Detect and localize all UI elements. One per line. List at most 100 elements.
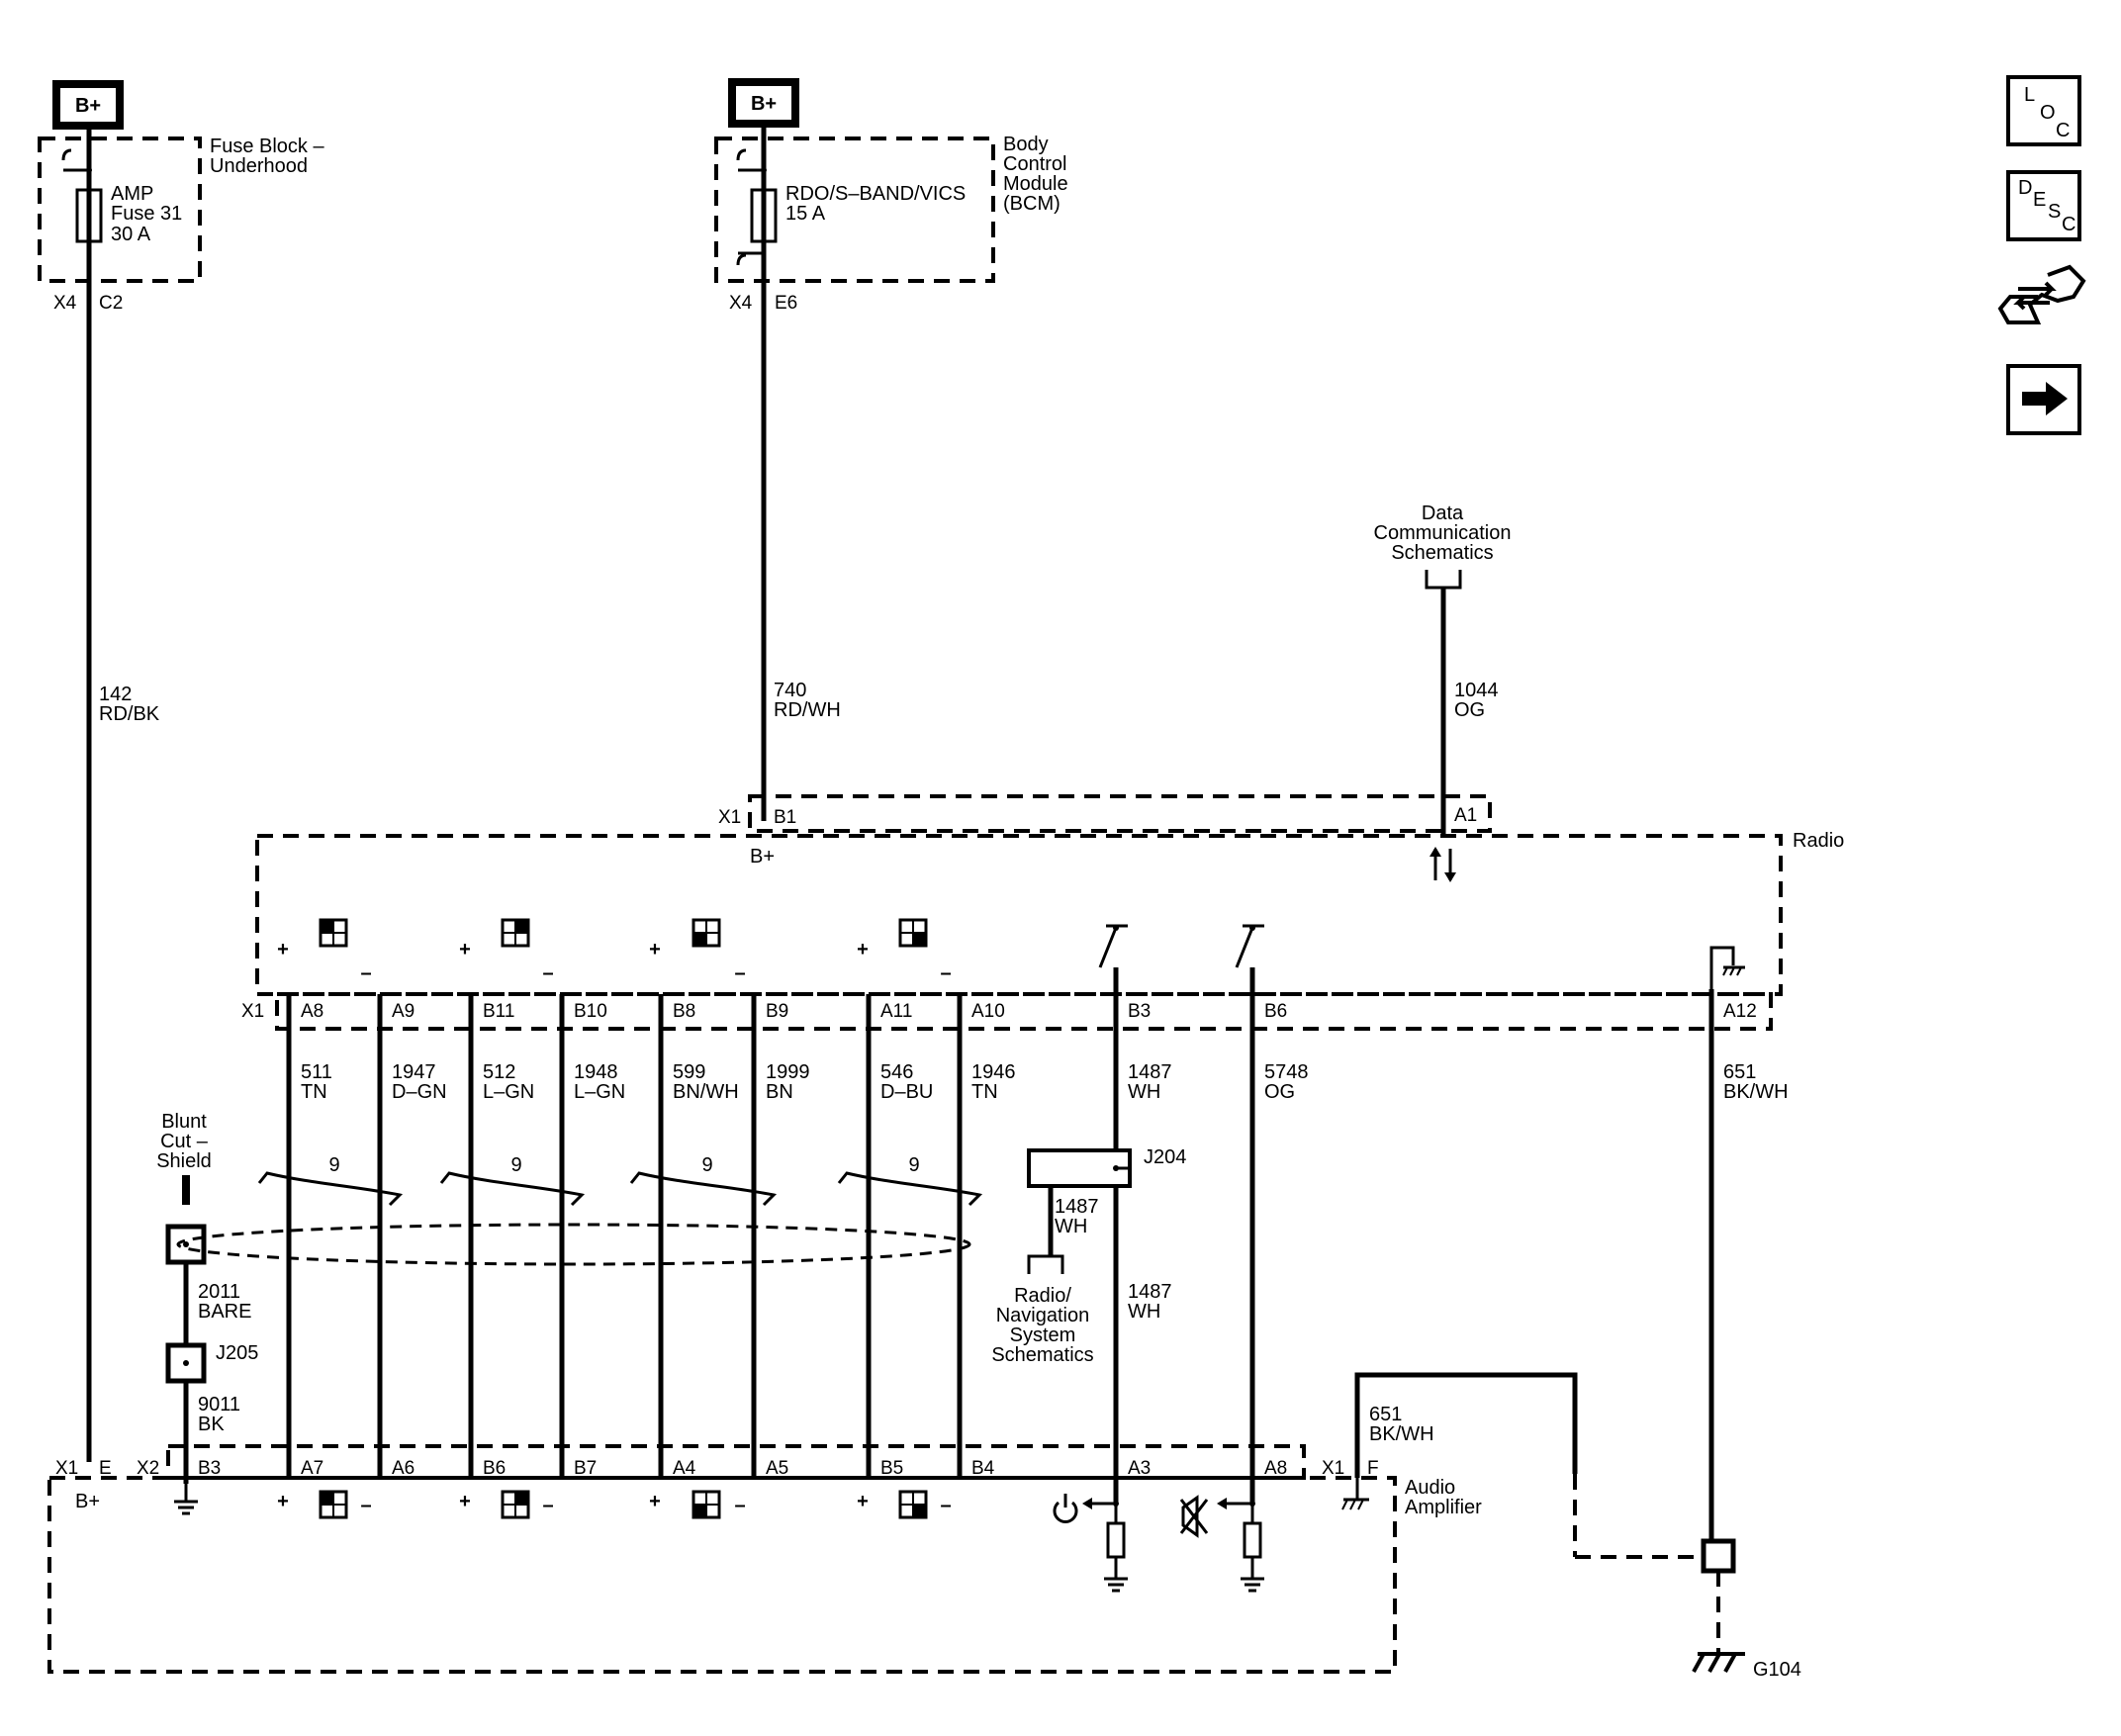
ground-label: G104 [1753, 1659, 1801, 1681]
twist-marker [629, 1171, 778, 1207]
twist-marker [439, 1171, 586, 1207]
pin-label: A1 [1454, 805, 1477, 826]
twist-count: 9 [328, 1154, 339, 1176]
pin-label: A8 [301, 1001, 323, 1022]
minus-sign: – [542, 1495, 553, 1516]
battery-source-right: B+ [728, 78, 799, 128]
wire-color: OG [1264, 1081, 1295, 1103]
wire-651-amp [1354, 1372, 1578, 1478]
switch-b3 [1098, 924, 1128, 968]
shield-drain-outline [176, 1223, 971, 1266]
radio-title: Radio [1793, 830, 1844, 852]
wire-circuit: 546 [880, 1061, 913, 1083]
data-comm-label: Data [1422, 503, 1464, 524]
fuse-block-title: Fuse Block – [210, 136, 324, 157]
pin-label: A12 [1723, 1001, 1757, 1022]
speaker-channel-icon [319, 1490, 348, 1519]
bcm-outline [714, 137, 995, 283]
fuse-label: AMP [111, 183, 153, 205]
wire-color: D–BU [880, 1081, 933, 1103]
bcm-title: Module [1003, 173, 1068, 195]
wire-circuit: 1487 [1128, 1061, 1172, 1083]
connector-end-view-button[interactable] [1997, 264, 2086, 324]
fuse-label: 30 A [111, 224, 151, 245]
connector-label: X4 [53, 293, 77, 314]
wire-circuit: 5748 [1264, 1061, 1309, 1083]
minus-sign: – [940, 962, 951, 984]
speaker-channel-icon [319, 918, 348, 948]
signal-wire-labels: 511TN1947D–GN512L–GN1948L–GN599BN/WH1999… [301, 1061, 1789, 1103]
pin-label: A3 [1128, 1458, 1151, 1479]
wire-color: BN/WH [673, 1081, 739, 1103]
twist-marker [837, 1171, 983, 1207]
input-arrow-a3 [1082, 1498, 1119, 1509]
nav-ref-label: Radio/ [1014, 1285, 1071, 1307]
pin-label: A6 [392, 1458, 415, 1479]
loc-letter: C [2056, 120, 2070, 141]
bplus-label: B+ [75, 95, 101, 117]
right-arrow-icon [2022, 382, 2068, 415]
bplus-label: B+ [751, 93, 777, 115]
pin-label: E6 [775, 293, 797, 314]
fuse-block-outline [38, 137, 202, 283]
fuse-label: 15 A [785, 203, 826, 225]
wire-color: BARE [198, 1301, 251, 1323]
next-page-button[interactable] [2006, 364, 2081, 435]
pin-label: F [1367, 1458, 1379, 1479]
fuse-label: Fuse 31 [111, 203, 182, 225]
audio-amplifier-outline [47, 1476, 1397, 1674]
nav-ref-label: Schematics [991, 1344, 1093, 1366]
minus-sign: – [542, 962, 553, 984]
wire-circuit: 142 [99, 684, 132, 705]
bcm-title: Control [1003, 153, 1066, 175]
mute-speaker-icon [1179, 1495, 1209, 1538]
connector-label: X1 [1322, 1458, 1344, 1479]
plus-sign: + [459, 939, 471, 960]
wire-circuit: 512 [483, 1061, 515, 1083]
plus-sign: + [649, 1491, 661, 1512]
splice-label: J204 [1144, 1146, 1186, 1168]
switch-b6 [1235, 924, 1264, 968]
wire-color: TN [971, 1081, 998, 1103]
connector-plug-icon [1997, 264, 2086, 324]
nav-ref-bracket [1027, 1254, 1064, 1274]
pin-label: B7 [574, 1458, 597, 1479]
pin-label: B10 [574, 1001, 607, 1022]
wire-color: RD/WH [774, 699, 841, 721]
pin-label: A9 [392, 1001, 415, 1022]
data-comm-label: Communication [1374, 522, 1512, 544]
connector-label: X1 [718, 807, 741, 828]
chassis-ground-icon [1709, 946, 1745, 989]
speaker-channel-icon [501, 918, 530, 948]
pin-label: B4 [971, 1458, 995, 1479]
wire-color: BN [766, 1081, 793, 1103]
description-button[interactable]: D E S C [2006, 170, 2081, 241]
twist-count: 9 [908, 1154, 919, 1176]
pin-label: B3 [198, 1458, 221, 1479]
wire-color: RD/BK [99, 703, 160, 725]
pin-label: A7 [301, 1458, 323, 1479]
battery-source-left: B+ [52, 80, 124, 130]
plus-sign: + [857, 939, 869, 960]
bcm-title: Body [1003, 134, 1049, 155]
wire-circuit: 2011 [198, 1281, 240, 1303]
shield-label: Shield [156, 1150, 212, 1172]
wire-color: WH [1128, 1301, 1160, 1323]
chassis-ground-icon [1341, 1478, 1369, 1510]
wire-circuit: 1999 [766, 1061, 810, 1083]
pin-label: A11 [880, 1001, 912, 1022]
location-button[interactable]: L O C [2006, 75, 2081, 146]
resistor-a3 [1104, 1504, 1128, 1593]
wire-circuit: 1948 [574, 1061, 618, 1083]
speaker-channel-icon [898, 918, 928, 948]
radio-outline [255, 834, 1783, 996]
minus-sign: – [360, 1495, 371, 1516]
pin-label: B6 [1264, 1001, 1287, 1022]
pin-label: B5 [880, 1458, 903, 1479]
wire-circuit: 511 [301, 1061, 332, 1083]
plus-sign: + [277, 1491, 289, 1512]
wire-circuit: 651 [1723, 1061, 1756, 1083]
